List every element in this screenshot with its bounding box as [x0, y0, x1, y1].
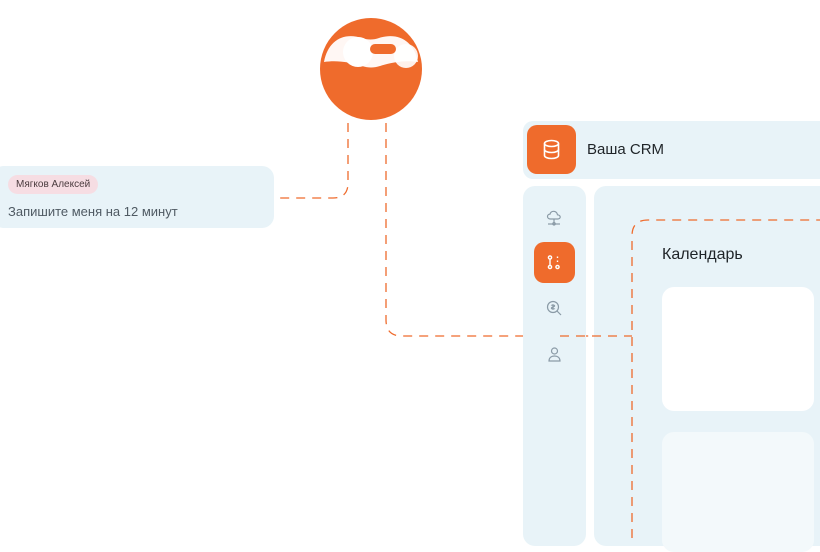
database-icon: [527, 125, 576, 174]
calendar-card[interactable]: [662, 287, 814, 411]
connector-to-crm: [385, 123, 632, 337]
sidebar-item-cloud[interactable]: [534, 198, 575, 239]
search-icon: [546, 300, 562, 316]
calendar-title: Календарь: [662, 246, 743, 263]
sender-badge: Мягков Алексей: [8, 175, 99, 194]
calendar-card-secondary[interactable]: [662, 432, 814, 552]
crm-sidebar: [523, 186, 586, 546]
crm-header: Ваша CRM: [523, 121, 820, 179]
sidebar-item-search[interactable]: [534, 288, 575, 329]
message-card: Мягков Алексей Запишите меня на 12 минут: [0, 166, 274, 228]
sidebar-item-profile[interactable]: [534, 334, 575, 375]
connector-to-message: [276, 123, 349, 199]
message-text: Запишите меня на 12 минут: [8, 204, 178, 219]
crm-title: Ваша CRM: [587, 141, 665, 158]
cloud-network-icon: [546, 210, 561, 226]
sidebar-item-flow[interactable]: [534, 242, 575, 283]
flow-icon: [547, 255, 560, 270]
logo-icon: [320, 18, 422, 120]
user-icon: [548, 347, 561, 362]
